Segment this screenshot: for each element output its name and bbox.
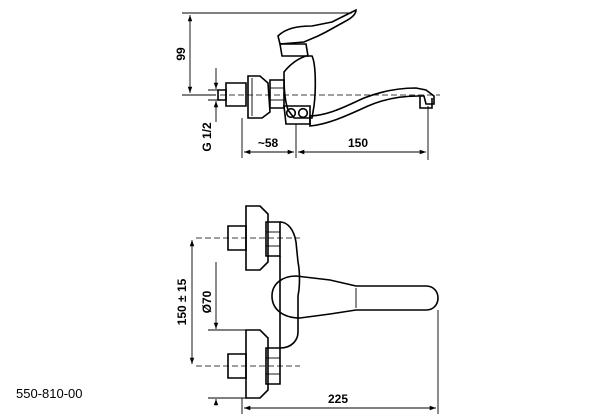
dimension-thread: G 1/2	[200, 68, 226, 152]
side-view-spout	[309, 87, 435, 127]
dimension-spout-reach-label: 150	[348, 136, 368, 150]
front-view: 150 ± 15 Ø70 225	[175, 205, 439, 414]
side-view-mixer-body	[283, 55, 317, 125]
dimension-thread-label: G 1/2	[200, 122, 214, 152]
front-view-lever-handle	[271, 275, 439, 319]
side-view-inlet-connector	[217, 79, 285, 109]
side-view-rosette	[247, 75, 271, 119]
dimension-height: 99	[174, 12, 352, 96]
dimension-inlet-spacing: 150 ± 15	[175, 240, 195, 364]
front-view-lower-inlet	[227, 329, 281, 399]
dimension-rosette-diameter: Ø70	[200, 262, 246, 406]
dimension-overall-width: 225	[241, 310, 439, 414]
side-view: 99 G 1/2 ~58 150	[174, 8, 440, 160]
dimension-inlet-spacing-label: 150 ± 15	[175, 278, 189, 325]
product-code: 550-810-00	[16, 386, 83, 401]
dimension-overall-width-label: 225	[328, 392, 348, 406]
dimension-spout-reach: 150	[298, 136, 426, 155]
dimension-rosette-diameter-label: Ø70	[200, 290, 214, 313]
front-view-mixer-body	[279, 221, 301, 349]
dimension-wall-offset-label: ~58	[258, 136, 279, 150]
side-view-lever-handle	[277, 8, 357, 57]
dimension-height-label: 99	[174, 47, 188, 61]
dimension-wall-offset: ~58	[241, 118, 297, 158]
